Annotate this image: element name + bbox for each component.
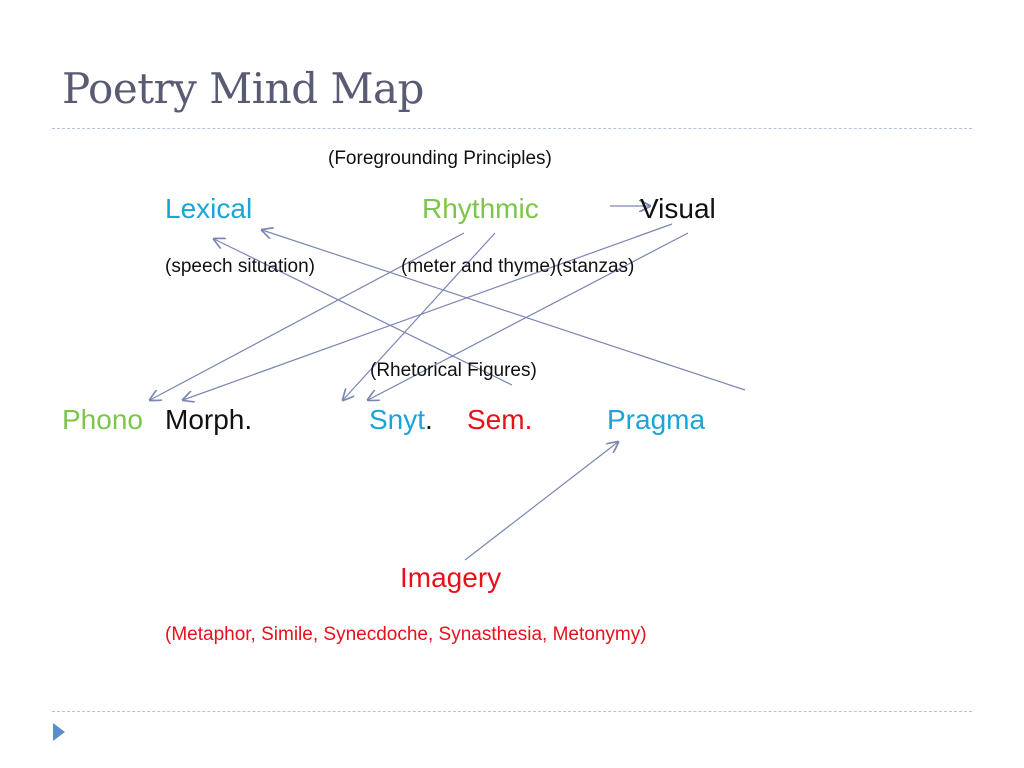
node-imagery: Imagery bbox=[400, 562, 502, 593]
foregrounding-label: (Foregrounding Principles) bbox=[328, 148, 552, 169]
node-synt-text: Snyt bbox=[369, 404, 426, 435]
node-synt-dot: . bbox=[425, 404, 433, 435]
node-sem: Sem. bbox=[467, 404, 533, 435]
slide-title: Poetry Mind Map bbox=[62, 64, 424, 113]
rhetorical-figures-label: (Rhetorical Figures) bbox=[370, 360, 537, 381]
node-rhythmic: Rhythmic bbox=[422, 193, 539, 224]
node-pragma: Pragma bbox=[607, 404, 706, 435]
top-divider bbox=[52, 128, 972, 129]
bottom-divider bbox=[52, 711, 972, 712]
arrow-sem-to-lexical bbox=[214, 239, 513, 386]
node-morph: Morph. bbox=[165, 404, 253, 435]
imagery-examples-label: (Metaphor, Simile, Synecdoche, Synasthes… bbox=[165, 624, 647, 645]
arrow-imagery-to-pragma bbox=[464, 442, 618, 561]
node-visual: Visual bbox=[640, 193, 716, 224]
node-phono: Phono bbox=[62, 404, 143, 435]
arrow-visual-to-synt bbox=[368, 232, 689, 400]
arrow-pragma-to-lexical bbox=[262, 230, 746, 391]
node-synt: Snyt. bbox=[369, 406, 433, 434]
arrow-visual-to-morph bbox=[183, 223, 673, 400]
meter-stanzas-label: (meter and thyme)(stanzas) bbox=[401, 256, 635, 277]
node-lexical: Lexical bbox=[165, 193, 253, 224]
speech-situation-label: (speech situation) bbox=[165, 256, 315, 277]
play-bullet-icon bbox=[53, 723, 65, 741]
arrow-rhythmic-to-synt bbox=[343, 232, 496, 400]
arrow-rhythmic-to-phono bbox=[150, 232, 465, 400]
